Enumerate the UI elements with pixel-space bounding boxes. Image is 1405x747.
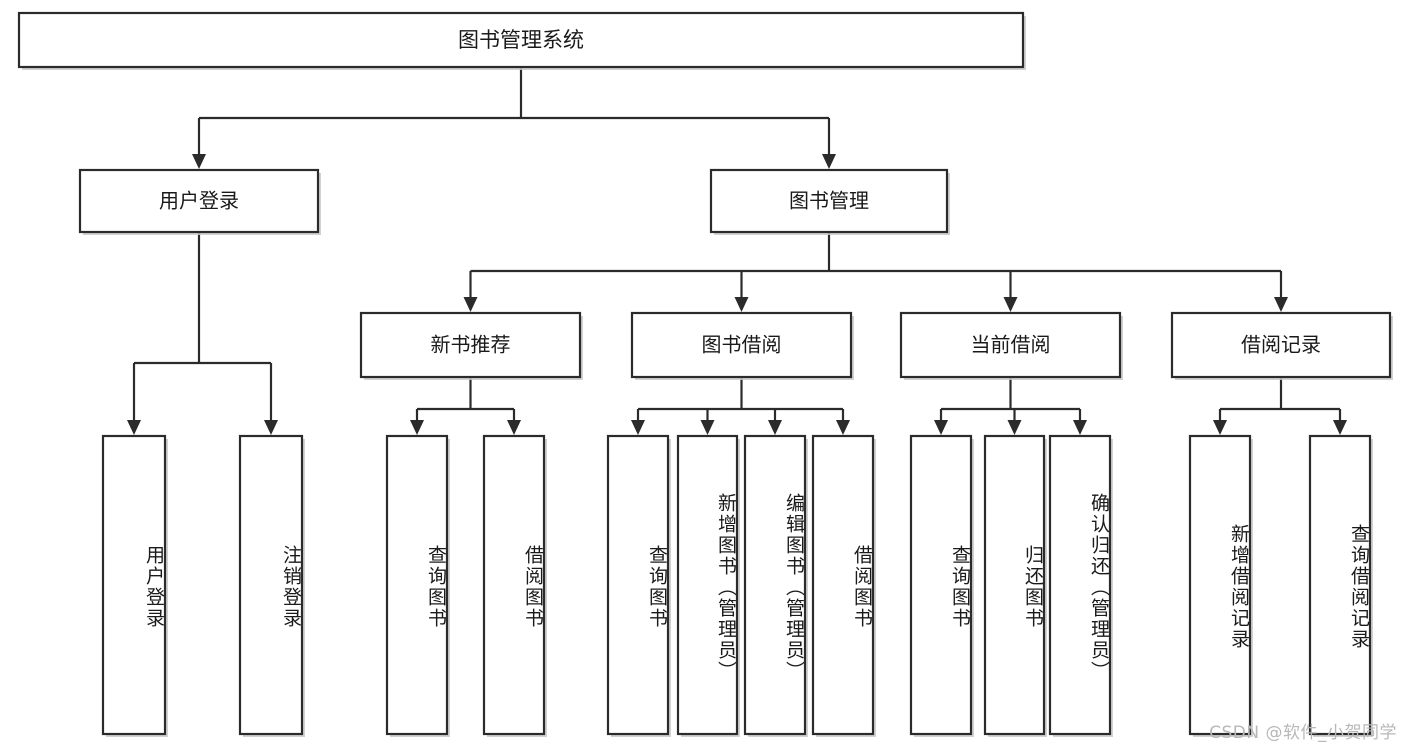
watermark-credit: CSDN @软件_小贺同学 [1209, 723, 1397, 743]
arrow-head-icon [410, 420, 424, 435]
node-box-leaf-bb-edit-book [743, 434, 808, 737]
node-box-leaf-bb-borrow-book [811, 434, 876, 737]
arrow-head-icon [631, 420, 645, 435]
arrow-head-icon [734, 297, 749, 312]
node-box-user-login [78, 168, 321, 235]
node-box-leaf-user-login [101, 434, 168, 737]
node-label-book-manage: 图书管理 [789, 189, 869, 213]
node-box-new-book-rec [359, 311, 583, 380]
arrow-head-icon [507, 420, 521, 435]
node-box-borrow-record [1170, 311, 1393, 380]
arrow-head-icon [1003, 297, 1018, 312]
arrow-head-icon [700, 420, 715, 435]
box-layer [17, 11, 1393, 737]
arrow-head-icon [1213, 420, 1227, 435]
arrow-head-icon [264, 420, 278, 435]
node-box-leaf-br-add-record [1188, 434, 1253, 737]
node-box-book-borrow [630, 311, 854, 380]
node-box-leaf-br-query-record [1308, 434, 1373, 737]
arrow-head-icon [934, 420, 948, 435]
node-box-leaf-cb-return-book [983, 434, 1047, 737]
node-label-new-book-rec: 新书推荐 [431, 333, 511, 357]
node-box-leaf-rec-borrow-book [482, 434, 547, 737]
arrow-head-icon [822, 154, 836, 169]
node-label-root: 图书管理系统 [458, 28, 584, 52]
node-box-leaf-rec-query-book [385, 434, 450, 737]
arrow-head-icon [1073, 420, 1087, 435]
node-box-leaf-bb-query-book [606, 434, 671, 737]
node-box-book-manage [709, 168, 950, 235]
node-box-leaf-logout [238, 434, 305, 737]
arrow-head-icon [1274, 297, 1288, 312]
arrow-head-icon [127, 420, 141, 435]
node-box-root [17, 11, 1026, 70]
node-box-leaf-cb-confirm-return [1048, 434, 1113, 737]
node-label-current-borrow: 当前借阅 [971, 333, 1051, 357]
arrow-head-icon [1333, 420, 1347, 435]
arrow-head-icon [836, 420, 850, 435]
arrow-head-icon [1007, 420, 1022, 435]
node-label-borrow-record: 借阅记录 [1241, 333, 1321, 357]
arrow-head-icon [768, 420, 782, 435]
node-box-current-borrow [899, 311, 1123, 380]
node-label-user-login: 用户登录 [159, 189, 239, 213]
node-box-leaf-bb-add-book [676, 434, 740, 737]
arrow-head-icon [463, 297, 478, 312]
node-box-leaf-cb-query-book [909, 434, 974, 737]
node-label-book-borrow: 图书借阅 [702, 333, 782, 357]
connector-layer [127, 67, 1347, 435]
arrow-head-icon [192, 154, 206, 169]
